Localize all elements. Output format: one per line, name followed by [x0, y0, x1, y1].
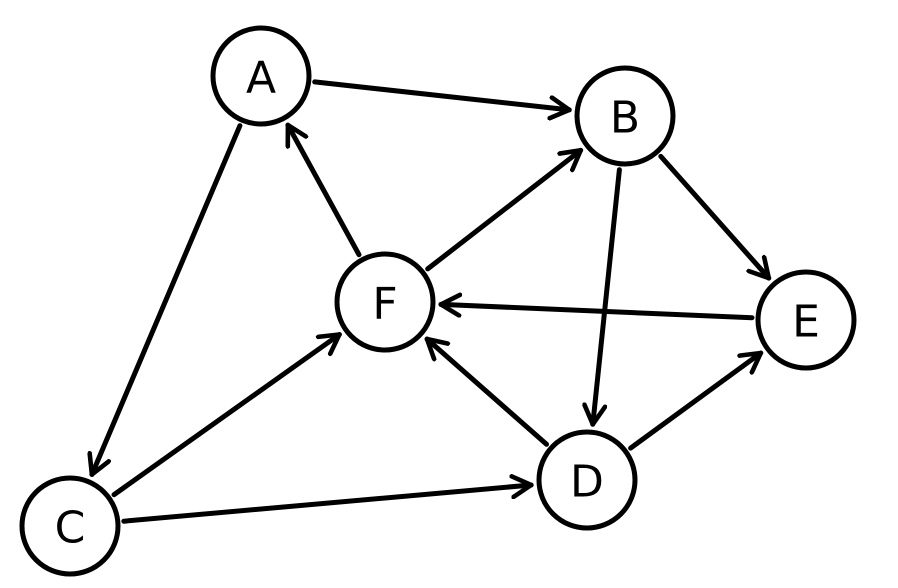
node-layer: A B C D E F [19, 25, 857, 577]
node-label-a: A [246, 53, 276, 104]
node-c: C [19, 475, 121, 577]
edge-f-to-b [425, 147, 584, 272]
edge-c-to-f [111, 332, 342, 498]
edge-d-to-f [424, 336, 549, 447]
edge-f-to-a [285, 122, 362, 258]
edge-b-to-d [593, 167, 622, 427]
edge-b-to-e [658, 153, 772, 281]
node-circle-e [755, 269, 857, 371]
node-label-b: B [610, 93, 640, 144]
node-circle-f [334, 251, 436, 353]
node-circle-c [19, 475, 121, 577]
node-d: D [536, 429, 638, 531]
node-circle-a [210, 25, 312, 127]
node-label-d: D [570, 457, 604, 508]
edge-a-to-b [312, 79, 572, 110]
edge-d-to-e [628, 350, 764, 451]
node-label-e: E [792, 297, 820, 348]
node-f: F [334, 251, 436, 353]
node-label-f: F [372, 279, 397, 330]
node-label-c: C [55, 503, 86, 554]
edge-e-to-f [438, 304, 755, 321]
edge-c-to-d [121, 485, 534, 524]
node-b: B [574, 65, 676, 167]
node-circle-d [536, 429, 638, 531]
node-a: A [210, 25, 312, 127]
edge-a-to-c [92, 123, 243, 477]
node-e: E [755, 269, 857, 371]
edge-layer [92, 79, 772, 524]
node-circle-b [574, 65, 676, 167]
